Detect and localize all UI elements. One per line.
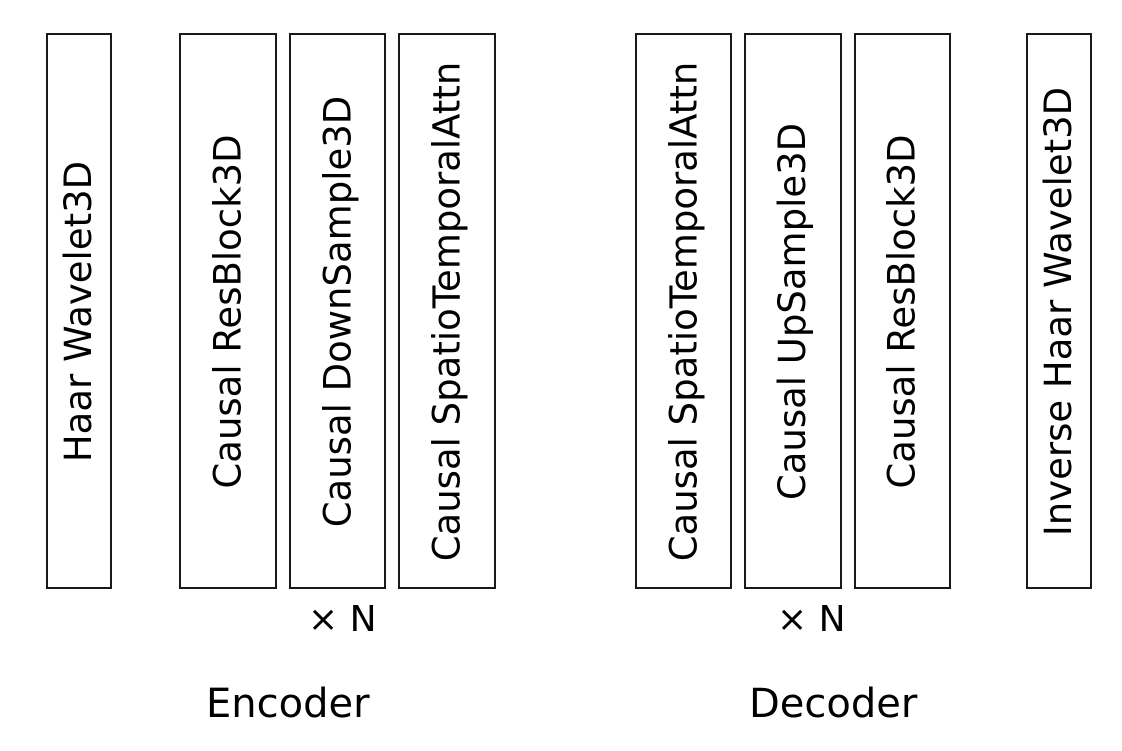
encoder-block-downsample: Causal DownSample3D bbox=[289, 33, 386, 589]
decoder-repeat-label: × N bbox=[777, 599, 846, 640]
decoder-block-label: Causal ResBlock3D bbox=[881, 133, 925, 489]
encoder-block-label: Causal DownSample3D bbox=[316, 95, 359, 527]
decoder-block-resblock: Causal ResBlock3D bbox=[854, 33, 951, 589]
decoder-block-upsample: Causal UpSample3D bbox=[744, 33, 842, 589]
encoder-block-haar-wavelet: Haar Wavelet3D bbox=[46, 33, 112, 589]
encoder-block-label: Haar Wavelet3D bbox=[57, 160, 101, 462]
encoder-repeat-label: × N bbox=[308, 599, 377, 640]
encoder-block-label: Causal SpatioTemporalAttn bbox=[425, 61, 469, 561]
decoder-block-label: Causal SpatioTemporalAttn bbox=[662, 61, 705, 561]
encoder-block-attention: Causal SpatioTemporalAttn bbox=[398, 33, 496, 589]
decoder-title: Decoder bbox=[749, 681, 918, 727]
decoder-block-inverse-haar-wavelet: Inverse Haar Wavelet3D bbox=[1026, 33, 1092, 589]
decoder-block-label: Causal UpSample3D bbox=[771, 122, 815, 500]
encoder-block-label: Causal ResBlock3D bbox=[206, 133, 250, 489]
encoder-block-resblock: Causal ResBlock3D bbox=[179, 33, 277, 589]
decoder-block-attention: Causal SpatioTemporalAttn bbox=[635, 33, 732, 589]
decoder-block-label: Inverse Haar Wavelet3D bbox=[1037, 86, 1081, 536]
encoder-title: Encoder bbox=[206, 681, 370, 727]
